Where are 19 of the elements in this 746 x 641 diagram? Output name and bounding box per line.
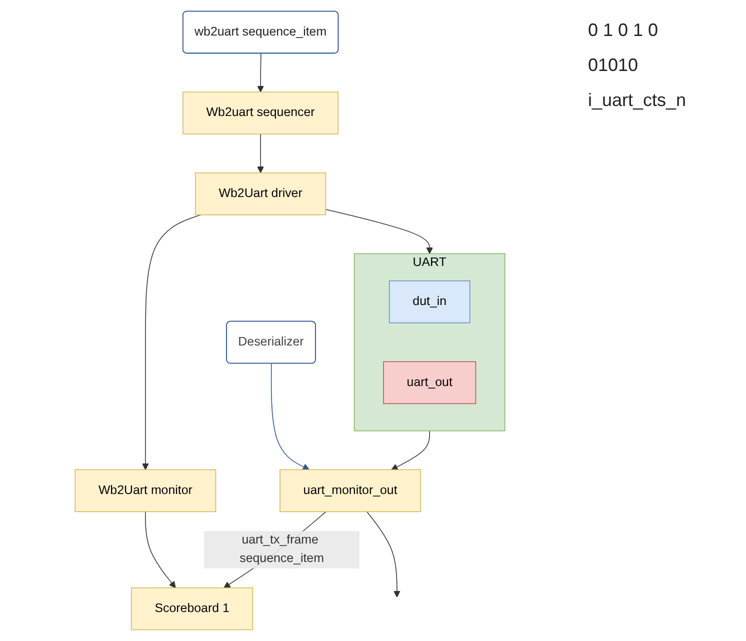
- node-box: uart_monitor_out: [280, 469, 421, 512]
- node-box: Scoreboard 1: [131, 587, 254, 630]
- arrow: [257, 134, 264, 174]
- signal-label: 01010: [588, 55, 640, 76]
- edge-label: uart_tx_frame sequence_item: [240, 533, 324, 566]
- signal-label: i_uart_cts_n: [588, 90, 688, 111]
- arrow: [142, 214, 202, 470]
- arrow: [257, 53, 264, 92]
- node-box: uart_out: [383, 361, 476, 404]
- arrow: [391, 430, 430, 470]
- arrow: [325, 209, 434, 254]
- arrow: [366, 511, 400, 598]
- signal-label: 0 1 0 1 0: [588, 20, 660, 41]
- node-box: Wb2Uart monitor: [74, 469, 216, 512]
- node-box: Wb2Uart driver: [195, 172, 326, 216]
- node-box: Wb2uart sequencer: [182, 92, 339, 134]
- arrow: [145, 511, 176, 588]
- arrow: [270, 363, 310, 470]
- node-box: dut_in: [388, 280, 470, 324]
